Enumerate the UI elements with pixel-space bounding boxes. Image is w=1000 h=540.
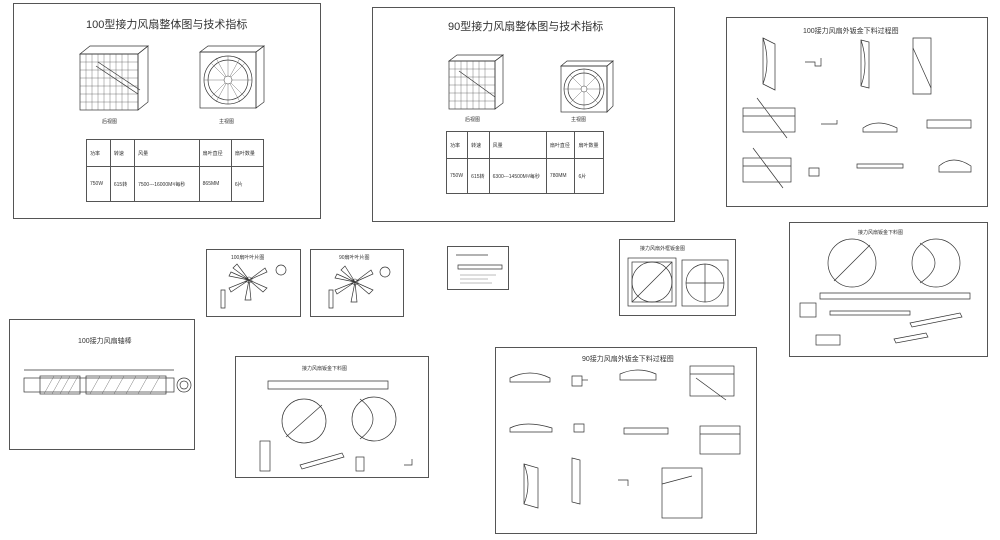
sheet-frame[interactable]: 接力风扇外框钣金图: [619, 239, 736, 316]
spec-value: 7500---16000M³/每秒: [134, 166, 200, 202]
spec-header: 风量: [488, 131, 547, 159]
caption-back-view: 后视图: [465, 117, 481, 123]
fan-front-view-drawing: [198, 45, 266, 109]
sheet-90-shroud-process[interactable]: 90接力风扇外钣金下料过程图: [495, 347, 757, 534]
sheet-title: 接力风扇外框钣金图: [640, 246, 686, 252]
fan-back-view-drawing: [79, 45, 149, 111]
fan-back-view-drawing: [447, 54, 505, 110]
spec-value: 780MM: [545, 158, 576, 194]
spec-value: 6片: [574, 158, 604, 194]
sheet-title: 100接力风扇外钣金下料过程图: [803, 28, 899, 35]
shroud-process-drawing: [509, 365, 741, 519]
sheet-title: 90型接力风扇整体图与技术指标: [448, 21, 604, 33]
spec-value: 615转: [467, 158, 490, 194]
spec-value: 750W: [445, 158, 469, 194]
spec-value: 750W: [86, 166, 111, 202]
spec-header: 功率: [445, 131, 469, 159]
blade-drawing: [328, 265, 391, 309]
sheet-cut-bottom[interactable]: 接力风扇钣金下料图: [235, 356, 429, 478]
spec-header: 扇叶数量: [574, 131, 604, 159]
sheet-title: 100扇叶叶片图: [231, 255, 265, 261]
sheet-title: 100接力风扇轴棒: [78, 338, 132, 345]
cut-right-drawing: [799, 238, 971, 346]
sheet-title: 接力风扇钣金下料图: [302, 366, 348, 372]
caption-front-view: 主视图: [571, 117, 587, 123]
spec-header: 扇叶数量: [230, 139, 265, 167]
sheet-title: 100型接力风扇整体图与技术指标: [86, 19, 248, 31]
spec-header: 风量: [134, 139, 200, 167]
sheet-title: 接力风扇钣金下料图: [858, 230, 904, 236]
sheet-title: 90接力风扇外钣金下料过程图: [582, 356, 674, 363]
sheet-cut-right[interactable]: 接力风扇钣金下料图: [789, 222, 988, 357]
detail-drawing: [456, 254, 503, 284]
sheet-100-shroud-process[interactable]: 100接力风扇外钣金下料过程图: [726, 17, 988, 207]
sheet-90-blade[interactable]: 90扇叶叶片图: [310, 249, 404, 317]
cut-bottom-drawing: [259, 380, 413, 472]
sheet-detail[interactable]: [447, 246, 509, 290]
spec-header: 扇叶直径: [545, 131, 576, 159]
shaft-drawing: [23, 369, 192, 395]
spec-table: 功率 转速 风量 扇叶直径 扇叶数量 750W 615转 7500---1600…: [86, 139, 265, 202]
sheet-100-blade[interactable]: 100扇叶叶片图: [206, 249, 301, 317]
sheet-100-overview[interactable]: 100型接力风扇整体图与技术指标 后视图 主视图: [13, 3, 321, 219]
spec-value: 865MM: [198, 166, 232, 202]
spec-header: 扇叶直径: [198, 139, 232, 167]
shroud-process-drawing: [742, 37, 972, 189]
fan-front-view-drawing: [560, 60, 614, 113]
sheet-100-shaft[interactable]: 100接力风扇轴棒: [9, 319, 195, 450]
caption-back-view: 后视图: [102, 119, 118, 125]
spec-value: 6300---14500M³/每秒: [488, 158, 547, 194]
blade-drawing: [220, 263, 287, 309]
spec-value: 615转: [109, 166, 136, 202]
frame-drawing: [627, 257, 729, 307]
spec-header: 转速: [109, 139, 136, 167]
spec-value: 6片: [230, 166, 265, 202]
spec-table: 功率 转速 风量 扇叶直径 扇叶数量 750W 615转 6300---1450…: [445, 131, 604, 194]
caption-front-view: 主视图: [219, 119, 235, 125]
sheet-90-overview[interactable]: 90型接力风扇整体图与技术指标 后视图 主视图 功率 转速 风量: [372, 7, 675, 222]
spec-header: 功率: [86, 139, 111, 167]
sheet-title: 90扇叶叶片图: [339, 255, 370, 261]
spec-header: 转速: [467, 131, 490, 159]
